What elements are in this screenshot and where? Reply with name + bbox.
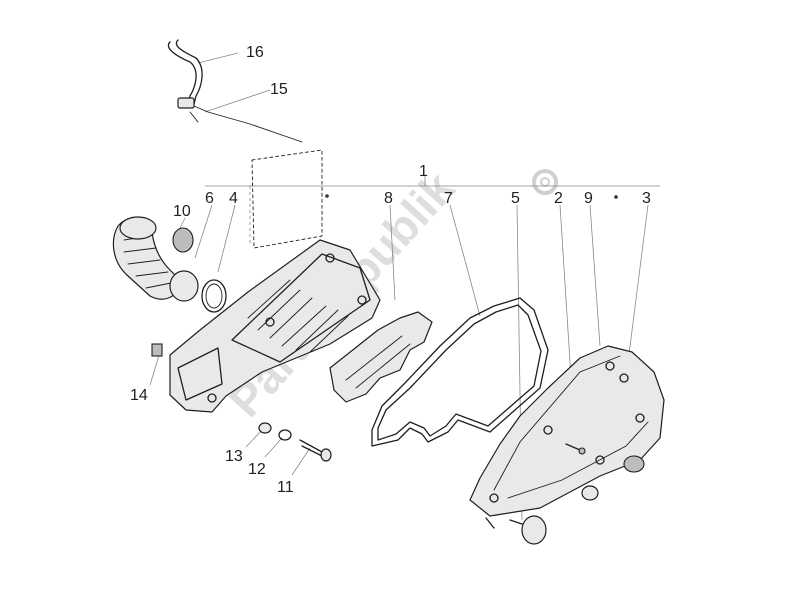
- callout-14: 14: [130, 387, 148, 404]
- callout-3: 3: [642, 190, 651, 207]
- callout-16: 16: [246, 44, 264, 61]
- callout-6: 6: [205, 190, 214, 207]
- dot-marker: [614, 195, 618, 199]
- breather-hose: [167, 39, 303, 143]
- callout-4: 4: [229, 190, 238, 207]
- washer-13: [258, 422, 272, 434]
- callout-8: 8: [384, 190, 393, 207]
- dot-marker: [325, 194, 329, 198]
- callout-11: 11: [277, 479, 294, 496]
- screw-2: [565, 443, 586, 455]
- bolt-11: [299, 439, 332, 462]
- callout-10: 10: [173, 203, 191, 220]
- assembly-bracket: [205, 176, 660, 245]
- seal-plate: [251, 149, 323, 249]
- air-box-cover: [469, 345, 665, 529]
- bushing: [581, 485, 599, 501]
- callout-5: 5: [511, 190, 520, 207]
- callout-1: 1: [419, 163, 428, 180]
- washer-12: [278, 429, 292, 441]
- filter-element: [329, 311, 433, 403]
- knob-5: [509, 515, 547, 545]
- callout-15: 15: [270, 81, 288, 98]
- callout-9: 9: [584, 190, 593, 207]
- gasket: [371, 297, 549, 447]
- callout-7: 7: [444, 190, 453, 207]
- gear-icon: [532, 169, 558, 195]
- callout-2: 2: [554, 190, 563, 207]
- air-box-base: [151, 239, 381, 413]
- callout-12: 12: [248, 461, 266, 478]
- leader-lines: [149, 52, 649, 521]
- callout-13: 13: [225, 448, 243, 465]
- hardware: [258, 194, 618, 545]
- intake-duct: [112, 216, 227, 313]
- callout-labels: 16 15 1 6 4 10 8 7 5 2 9 3 14 13 12 11: [130, 44, 651, 496]
